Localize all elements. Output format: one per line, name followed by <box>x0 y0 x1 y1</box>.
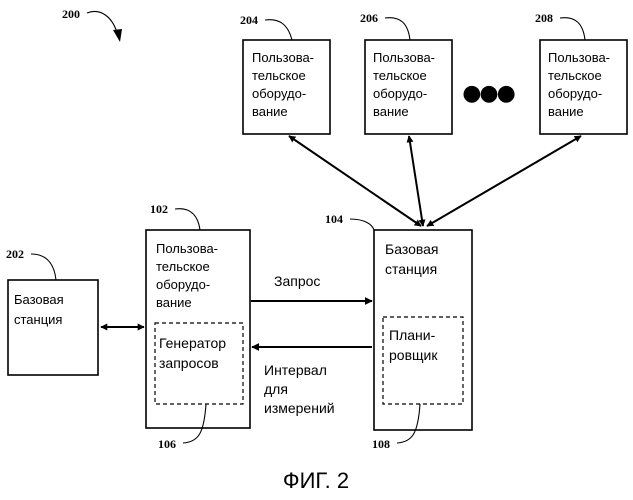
measurement-interval-label-3: измерений <box>264 400 335 416</box>
ue-206-line-3: оборудо- <box>373 86 427 101</box>
ue-204-line-2: тельское <box>252 68 306 83</box>
bs-104-leader <box>350 219 374 230</box>
ue-206-line-4: вание <box>373 104 409 119</box>
request-generator-line-2: запросов <box>159 355 219 371</box>
scheduler-line-1: Плани- <box>389 327 436 343</box>
ue-204-leader <box>265 20 292 40</box>
ue-204-line-4: вание <box>252 104 288 119</box>
ellipsis-icon: ●●● <box>462 81 514 106</box>
bs-104-ref: 104 <box>325 212 343 226</box>
ue-204-line-1: Пользова- <box>252 50 314 65</box>
link-ue206-bs104-arrow <box>409 136 423 226</box>
scheduler-line-2: ровщик <box>389 347 438 363</box>
request-generator-ref: 106 <box>158 437 176 451</box>
bs-202-line-1: Базовая <box>14 292 64 307</box>
request-arrow-label: Запрос <box>274 273 320 289</box>
ue-206-line-1: Пользова- <box>373 50 435 65</box>
request-generator-line-1: Генератор <box>159 335 226 351</box>
ue-102-leader <box>175 209 200 230</box>
link-ue204-bs104-arrow <box>289 136 421 226</box>
ue-208-line-3: оборудо- <box>548 86 602 101</box>
figure-ref-leader <box>87 12 118 36</box>
ue-208-ref: 208 <box>535 11 553 25</box>
bs-202-line-2: станция <box>14 312 62 327</box>
scheduler-ref: 108 <box>372 437 390 451</box>
ue-204-ref: 204 <box>240 13 258 27</box>
figure-ref-arrowhead <box>113 29 122 42</box>
figure-caption: ФИГ. 2 <box>283 468 349 493</box>
ue-208-leader <box>560 18 585 40</box>
ue-208-line-4: вание <box>548 104 584 119</box>
ue-102-line-1: Пользова- <box>156 241 218 256</box>
ue-102-line-2: тельское <box>156 259 210 274</box>
link-ue208-bs104-arrow <box>427 136 581 226</box>
ue-206-block: 206 Пользова- тельское оборудо- вание <box>360 11 452 134</box>
ue-208-line-2: тельское <box>548 68 602 83</box>
ue-206-ref: 206 <box>360 11 378 25</box>
ue-102-block: 102 Пользова- тельское оборудо- вание Ге… <box>146 202 250 451</box>
bs-104-line-1: Базовая <box>385 241 439 257</box>
bs-202-block: 202 Базовая станция <box>6 247 98 375</box>
ue-208-block: 208 Пользова- тельское оборудо- вание <box>535 11 627 134</box>
ue-102-line-4: вание <box>156 295 192 310</box>
measurement-interval-label-1: Интервал <box>264 362 327 378</box>
figure-ref-label: 200 <box>62 7 80 21</box>
ue-204-line-3: оборудо- <box>252 86 306 101</box>
ue-208-line-1: Пользова- <box>548 50 610 65</box>
ue-206-leader <box>385 18 410 40</box>
ue-206-line-2: тельское <box>373 68 427 83</box>
bs-202-ref: 202 <box>6 247 24 261</box>
bs-104-line-2: станция <box>385 261 437 277</box>
ue-204-block: 204 Пользова- тельское оборудо- вание <box>240 13 330 134</box>
ue-102-ref: 102 <box>150 202 168 216</box>
ue-102-line-3: оборудо- <box>156 277 210 292</box>
measurement-interval-label-2: для <box>264 381 288 397</box>
bs-104-block: 104 Базовая станция Плани- ровщик 108 <box>325 212 472 451</box>
bs-202-leader <box>31 254 56 280</box>
